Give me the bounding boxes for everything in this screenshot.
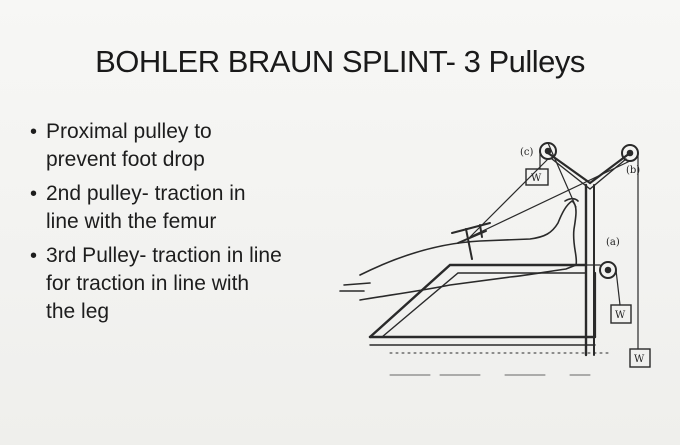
bullet-line: Proximal pulley to — [46, 120, 212, 143]
bullet-line: line with the femur — [46, 210, 217, 233]
bullet-line: the leg — [46, 300, 110, 323]
bullet-list: • Proximal pulley to prevent foot drop •… — [30, 118, 350, 332]
splint-diagram-svg: (c) (b) (a) W W W — [339, 142, 651, 376]
bullet-line: 3rd Pulley- traction in line — [46, 244, 282, 267]
label-b: (b) — [626, 165, 640, 176]
weight-label-1: W — [531, 173, 542, 184]
weight-label-2: W — [615, 310, 626, 321]
leg-outline — [339, 197, 579, 301]
weight-box-1 — [525, 168, 549, 186]
bullet-item-second-pulley: • 2nd pulley- traction in line with the … — [30, 180, 350, 236]
splint-diagram: (c) (b) (a) W W W — [330, 125, 675, 385]
weight-label-3: W — [634, 354, 645, 365]
bullet-line: 2nd pulley- traction in — [46, 182, 246, 205]
label-a: (a) — [606, 237, 620, 248]
splint-frame — [368, 263, 611, 354]
slide-title: BOHLER BRAUN SPLINT- 3 Pulleys — [95, 44, 585, 79]
pulley-a — [599, 261, 617, 279]
weight-box-2 — [610, 304, 632, 324]
bullet-line: for traction in line with — [46, 272, 250, 295]
bullet-item-third-pulley: • 3rd Pulley- traction in line for tract… — [30, 242, 350, 326]
upright-posts — [546, 151, 632, 357]
bullet-line: prevent foot drop — [46, 148, 205, 171]
bullet-dot: • — [30, 121, 38, 143]
traction-cords — [469, 142, 639, 350]
weight-box-3 — [629, 348, 651, 368]
label-c: (c) — [520, 147, 534, 158]
bullet-dot: • — [30, 245, 38, 267]
bullet-item-proximal-pulley: • Proximal pulley to prevent foot drop — [30, 118, 350, 174]
bullet-dot: • — [30, 183, 38, 205]
ankle-clamp — [451, 222, 491, 260]
pulley-b — [621, 144, 639, 162]
